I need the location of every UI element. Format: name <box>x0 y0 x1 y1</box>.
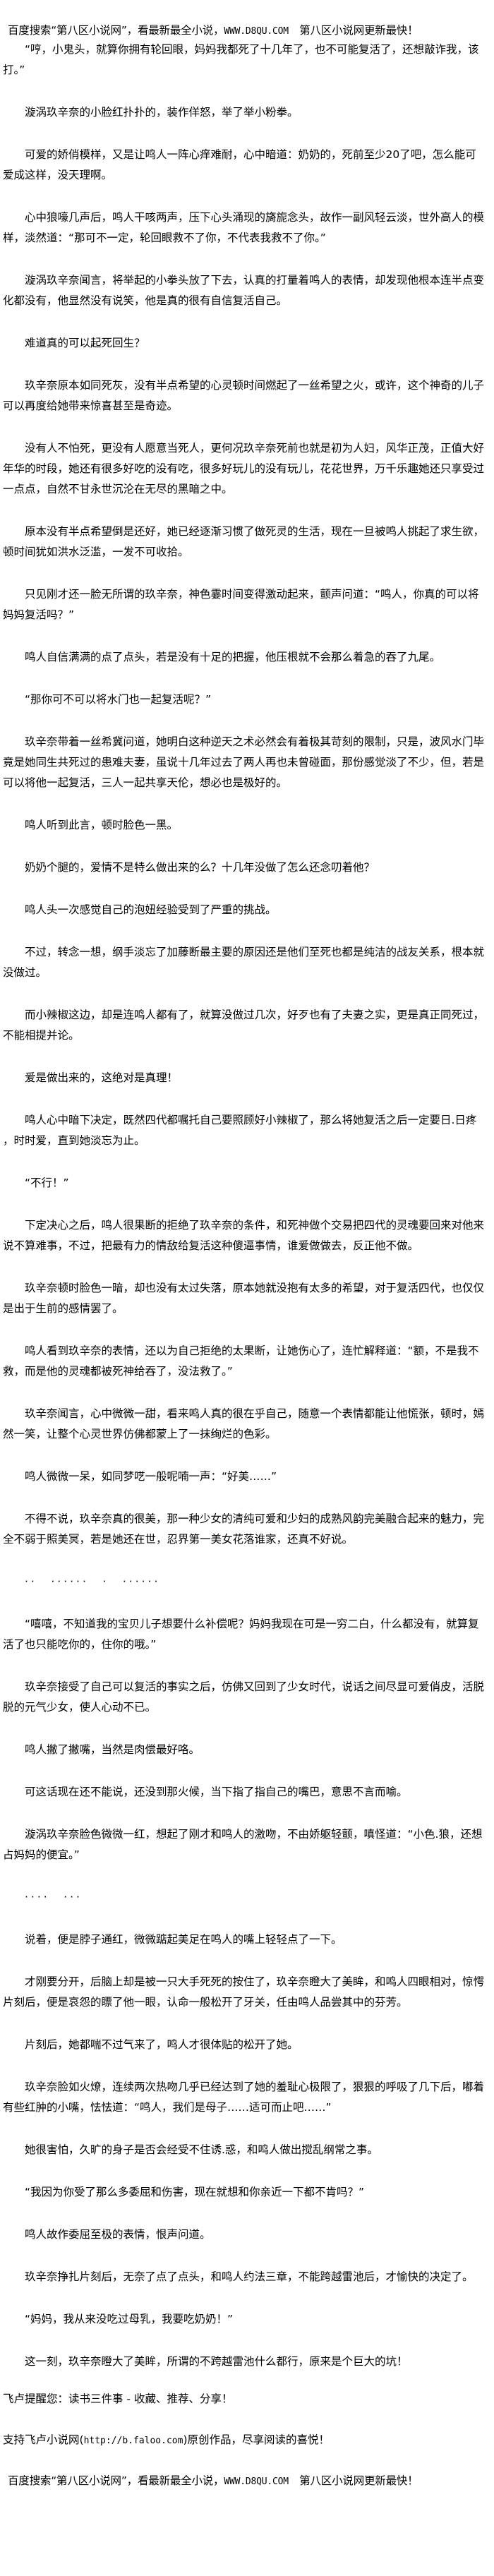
paragraph: 不得不说，玖辛奈真的很美，那一种少女的清纯可爱和少妇的成熟风韵完美融合起来的魅力… <box>3 1512 485 1546</box>
paragraph: “哼，小鬼头，就算你拥有轮回眼，妈妈我都死了十几年了，也不可能复活了，还想敲诈我… <box>3 43 479 76</box>
paragraph: 玖辛奈带着一丝希冀问道，她明白这种逆天之术必然会有着极其苛刻的限制，只是，波风水… <box>3 735 485 789</box>
banner-text: 百度搜索“第八区小说网”，看最新最全小说， <box>8 24 224 37</box>
paragraph: 没有人不怕死，更没有人愿意当死人，更何况玖辛奈死前也就是初为人妇，风华正茂，正值… <box>3 442 485 495</box>
paragraph: 而小辣椒这边，却是连鸣人都有了，就算没做过几次，好歹也有了夫妻之实，更是真正同死… <box>3 1009 485 1042</box>
paragraph: “那你可不可以将水门也一起复活呢？” <box>25 693 212 706</box>
paragraph: 鸣人听到此言，顿时脸色一黑。 <box>25 819 179 831</box>
paragraph: “嘻嘻，不知道我的宝贝儿子想要什么补偿呢？妈妈我现在可是一穷二白，什么都没有，就… <box>3 1618 479 1651</box>
paragraph: “不行！” <box>25 1176 69 1189</box>
banner-url[interactable]: WWW.D8QU.COM <box>224 2476 289 2487</box>
paragraph: 才刚要分开，后脑上却是被一只大手死死的按住了，玖辛奈瞪大了美眸，和鸣人四眼相对，… <box>3 1975 485 2009</box>
paragraph: 难道真的可以起死回生？ <box>25 337 145 349</box>
reading-reminder: 飞卢提醒您：读书三件事 - 收藏、推荐、分享！ <box>3 2393 233 2405</box>
paragraph: ·· ······ · ······ <box>25 1575 161 1588</box>
paragraph: ···· ··· <box>25 1891 83 1903</box>
paragraph: 鸣人撇了撇嘴，当然是肉偿最好咯。 <box>25 1743 200 1756</box>
paragraph: 只见刚才还一脸无所谓的玖辛奈，神色霎时间变得激动起来，颤声问道：“鸣人，你真的可… <box>3 588 479 621</box>
support-prefix: 支持飞卢小说网( <box>3 2433 84 2446</box>
site-banner-bottom: 百度搜索“第八区小说网”，看最新最全小说，WWW.D8QU.COM 第八区小说网… <box>3 2472 486 2490</box>
banner-text: 百度搜索“第八区小说网”，看最新最全小说， <box>8 2474 224 2487</box>
paragraph: 漩涡玖辛奈脸色微微一红，想起了刚才和鸣人的激吻，不由娇躯轻颤，嗔怪道：“小色.狼… <box>3 1828 483 1861</box>
paragraph: 可爱的娇俏模样，又是让鸣人一阵心痒难耐，心中暗道：奶奶的，死前至少20了吧，怎么… <box>3 148 476 181</box>
paragraph: 鸣人微微一呆，如同梦呓一般呢喃一声：“好美……” <box>25 1470 277 1483</box>
banner-text-suffix: 第八区小说网更新最快！ <box>288 2474 418 2487</box>
paragraph: 漩涡玖辛奈闻言，将举起的小拳头放了下去，认真的打量着鸣人的表情，却发现他根本连半… <box>3 274 485 307</box>
paragraph: 漩涡玖辛奈的小脸红扑扑的，装作佯怒，举了举小粉拳。 <box>25 106 299 119</box>
paragraph: 说着，便是脖子通红，微微踮起美足在鸣人的嘴上轻轻点了一下。 <box>25 1933 342 1946</box>
paragraph: 鸣人头一次感觉自己的泡妞经验受到了严重的挑战。 <box>25 903 277 916</box>
paragraph: “我因为你受了那么多委屈和伤害，现在就想和你亲近一下都不肯吗？” <box>25 2186 365 2198</box>
novel-page: 百度搜索“第八区小说网”，看最新最全小说，WWW.D8QU.COM 第八区小说网… <box>3 21 486 2490</box>
paragraph: 鸣人自信满满的点了点头，若是没有十足的把握，他压根就不会那么着急的吞了九尾。 <box>25 651 441 663</box>
paragraph: 玖辛奈顿时脸色一暗，却也没有太过失落，原本她就没抱有太多的希望，对于复活四代，也… <box>3 1282 485 1315</box>
paragraph: 这一刻，玖辛奈瞪大了美眸，所谓的不跨越雷池什么都行，原来是个巨大的坑！ <box>25 2355 408 2368</box>
paragraph: 可这话现在还不能说，还没到那火候，当下指了指自己的嘴巴，意思不言而喻。 <box>25 1786 408 1798</box>
support-suffix: )原创作品，尽享阅读的喜悦！ <box>183 2433 330 2446</box>
paragraph: 鸣人看到玖辛奈的表情，还以为自己拒绝的太果断，让她伤心了，连忙解释道：“额，不是… <box>3 1344 479 1378</box>
site-banner-top: 百度搜索“第八区小说网”，看最新最全小说，WWW.D8QU.COM 第八区小说网… <box>3 21 486 40</box>
paragraph: 原本没有半点希望倒是还好，她已经逐渐习惯了做死灵的生活，现在一旦被鸣人挑起了求生… <box>3 525 485 558</box>
paragraph: 她很害怕，久旷的身子是否会经受不住诱.惑，和鸣人做出搅乱纲常之事。 <box>25 2143 378 2156</box>
support-link[interactable]: http://b.faloo.com <box>83 2436 183 2446</box>
paragraph: 不过，转念一想，纲手淡忘了加藤断最主要的原因还是他们至死也都是纯洁的战友关系，根… <box>3 946 485 979</box>
paragraph: 玖辛奈原本如同死灰，没有半点希望的心灵顿时间燃起了一丝希望之火，或许，这个神奇的… <box>3 379 485 412</box>
footer: 飞卢提醒您：读书三件事 - 收藏、推荐、分享！ 支持飞卢小说网(http://b… <box>3 2389 486 2490</box>
paragraph: “妈妈，我从来没吃过母乳，我要吃奶奶！” <box>25 2313 234 2325</box>
paragraph: 奶奶个腿的，爱情不是特么做出来的么？十几年没做了怎么还念叨着他？ <box>25 861 375 874</box>
paragraph: 玖辛奈接受了自己可以复活的事实之后，仿佛又回到了少女时代，说话之间尽显可爱俏皮，… <box>3 1680 485 1714</box>
paragraph: 玖辛奈脸如火燎，连续两次热吻几乎已经达到了她的羞耻心极限了，狠狠的呼吸了几下后，… <box>3 2081 485 2114</box>
paragraph: 爱是做出来的，这绝对是真理！ <box>25 1071 179 1084</box>
paragraph: 下定决心之后，鸣人很果断的拒绝了玖辛奈的条件，和死神做个交易把四代的灵魂要回来对… <box>3 1219 485 1252</box>
paragraph: 玖辛奈闻言，心中微微一甜，看来鸣人真的很在乎自己，随意一个表情都能让他慌张，顿时… <box>3 1407 485 1440</box>
banner-url[interactable]: WWW.D8QU.COM <box>224 26 289 37</box>
paragraph: 鸣人心中暗下决定，既然四代都嘱托自己要照顾好小辣椒了，那么将她复活之后一定要日.… <box>3 1114 477 1147</box>
banner-text-suffix: 第八区小说网更新最快！ <box>288 24 418 37</box>
support-note: 支持飞卢小说网(http://b.faloo.com)原创作品，尽享阅读的喜悦！ <box>3 2430 486 2451</box>
paragraph: 心中狼嚎几声后，鸣人干咳两声，压下心头涌现的旖旎念头，故作一副风轻云淡，世外高人… <box>3 211 485 244</box>
paragraph: 片刻后，她都喘不过气来了，鸣人才很体贴的松开了她。 <box>25 2038 299 2051</box>
paragraph: 鸣人故作委屈至极的表情，恨声问道。 <box>25 2228 211 2241</box>
chapter-content: “哼，小鬼头，就算你拥有轮回眼，妈妈我都死了十几年了，也不可能复活了，还想敲诈我… <box>3 40 486 2372</box>
paragraph: 玖辛奈挣扎片刻后，无奈了点了点头，和鸣人约法三章，不能跨越雷池后，才愉快的决定了… <box>25 2270 474 2283</box>
